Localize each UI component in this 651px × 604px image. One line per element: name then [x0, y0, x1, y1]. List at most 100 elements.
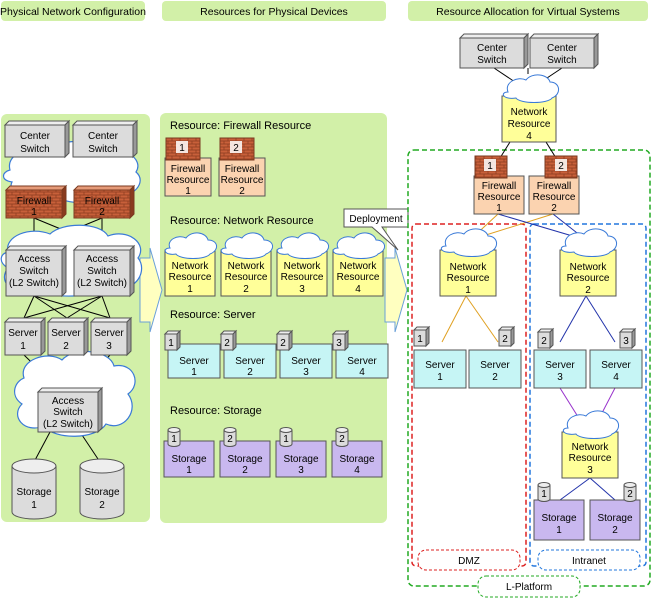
svg-text:Deployment: Deployment — [349, 214, 403, 225]
header-physical: Physical Network Configuration — [0, 1, 146, 21]
svg-text:(L2 Switch): (L2 Switch) — [77, 278, 127, 289]
resource-network-title: Resource: Network Resource — [170, 215, 314, 227]
svg-text:1: 1 — [487, 161, 493, 172]
svg-text:Firewall: Firewall — [85, 196, 119, 207]
allocation-network-resource-1: Network Resource 1 — [439, 228, 497, 297]
svg-text:2: 2 — [239, 186, 245, 197]
svg-text:Intranet: Intranet — [572, 556, 606, 567]
svg-text:Switch: Switch — [20, 144, 49, 155]
svg-text:1: 1 — [186, 465, 192, 476]
svg-text:DMZ: DMZ — [458, 556, 480, 567]
allocation-storage-2: 2 Storage 2 — [589, 482, 641, 541]
resource-network-2: Network Resource 2 — [220, 232, 273, 297]
svg-text:Resource Allocation for Virtua: Resource Allocation for Virtual Systems — [436, 6, 620, 18]
resource-network-4: Network Resource 4 — [332, 232, 385, 297]
svg-text:Storage: Storage — [227, 454, 262, 465]
svg-text:1: 1 — [31, 207, 37, 218]
svg-text:Network: Network — [284, 261, 322, 272]
svg-text:Server: Server — [8, 328, 38, 339]
svg-text:Resource: Resource — [447, 273, 490, 284]
svg-text:Resource: Resource — [478, 192, 521, 203]
resource-server-title: Resource: Server — [170, 309, 256, 321]
svg-text:Resource: Resource — [337, 272, 380, 283]
svg-text:Resource: Resource — [281, 272, 324, 283]
physical-access-switch-1: Access Switch (L2 Switch) — [4, 244, 68, 298]
svg-text:Network: Network — [172, 261, 210, 272]
svg-text:1: 1 — [437, 372, 443, 383]
physical-server-3: Server 3 — [89, 316, 133, 357]
svg-text:2: 2 — [63, 341, 69, 352]
svg-text:Storage: Storage — [597, 513, 632, 524]
allocation-server-3: 2 Server 3 — [533, 327, 587, 389]
svg-text:Server: Server — [480, 360, 510, 371]
svg-text:Firewall: Firewall — [482, 181, 516, 192]
svg-text:Storage: Storage — [84, 487, 119, 498]
svg-text:Center: Center — [88, 131, 119, 142]
svg-text:2: 2 — [243, 284, 249, 295]
svg-text:2: 2 — [339, 434, 345, 445]
svg-text:Server: Server — [94, 328, 124, 339]
svg-text:2: 2 — [242, 465, 248, 476]
header-resources: Resources for Physical Devices — [162, 1, 386, 21]
physical-access-switch-3: Access Switch (L2 Switch) — [36, 386, 104, 434]
physical-center-switch-1: Center Switch — [3, 119, 71, 159]
svg-text:Switch: Switch — [53, 407, 82, 418]
resource-storage-3: 1 Storage 3 — [275, 427, 327, 478]
svg-text:Resource: Resource — [508, 119, 551, 130]
svg-text:3: 3 — [299, 284, 305, 295]
svg-text:2: 2 — [612, 525, 618, 536]
resource-storage-title: Resource: Storage — [170, 405, 262, 417]
resources-panel — [160, 113, 387, 523]
svg-text:1: 1 — [20, 341, 26, 352]
resource-server-2: 2 Server 2 — [219, 329, 277, 379]
svg-text:4: 4 — [354, 465, 360, 476]
svg-text:Switch: Switch — [87, 266, 116, 277]
allocation-firewall-resource-1: 1 Firewall Resource 1 — [473, 155, 525, 215]
resource-firewall-2: 2 Firewall Resource 2 — [218, 137, 266, 197]
resource-network-3: Network Resource 3 — [276, 232, 329, 297]
svg-text:Access: Access — [18, 254, 50, 265]
svg-text:1: 1 — [185, 186, 191, 197]
allocation-network-resource-3: Network Resource 3 — [561, 410, 619, 479]
intranet-label: Intranet — [537, 549, 641, 571]
svg-text:Resource: Resource — [167, 175, 210, 186]
resource-network-group: Network Resource 1 Network Resource 2 Ne… — [164, 232, 385, 297]
svg-text:Firewall: Firewall — [171, 164, 205, 175]
svg-text:Storage: Storage — [283, 454, 318, 465]
resource-server-3: 2 Server 3 — [275, 329, 333, 379]
svg-text:Center: Center — [547, 43, 578, 54]
svg-text:2: 2 — [247, 367, 253, 378]
svg-text:2: 2 — [551, 203, 557, 214]
svg-text:Switch: Switch — [477, 55, 506, 66]
svg-text:Center: Center — [477, 43, 508, 54]
svg-text:2: 2 — [502, 334, 508, 345]
l-platform-label: L-Platform — [477, 575, 581, 598]
allocation-server-2: 2 Server 2 — [468, 325, 522, 389]
svg-text:4: 4 — [613, 372, 619, 383]
allocation-center-switch-1: Center Switch — [458, 32, 530, 70]
resource-storage-2: 2 Storage 2 — [219, 427, 271, 478]
svg-text:1: 1 — [541, 489, 547, 500]
svg-text:Storage: Storage — [171, 454, 206, 465]
svg-text:Firewall: Firewall — [225, 164, 259, 175]
physical-server-2: Server 2 — [46, 316, 90, 357]
svg-text:Server: Server — [545, 360, 575, 371]
svg-text:Resource: Resource — [225, 272, 268, 283]
svg-text:3: 3 — [298, 465, 304, 476]
svg-text:Switch: Switch — [88, 144, 117, 155]
svg-text:3: 3 — [303, 367, 309, 378]
resource-server-1: 1 Server 1 — [163, 329, 221, 379]
svg-text:Resource: Resource — [221, 175, 264, 186]
allocation-storage-1: 1 Storage 1 — [533, 482, 585, 541]
svg-text:2: 2 — [585, 285, 591, 296]
svg-text:1: 1 — [496, 203, 502, 214]
arrow-physical-to-resources — [139, 247, 163, 333]
svg-text:Access: Access — [86, 254, 118, 265]
svg-text:Firewall: Firewall — [537, 181, 571, 192]
svg-text:2: 2 — [492, 372, 498, 383]
allocation-network-resource-2: Network Resource 2 — [559, 228, 617, 297]
svg-text:Access: Access — [52, 396, 84, 407]
svg-text:3: 3 — [106, 341, 112, 352]
svg-text:Server: Server — [425, 360, 455, 371]
